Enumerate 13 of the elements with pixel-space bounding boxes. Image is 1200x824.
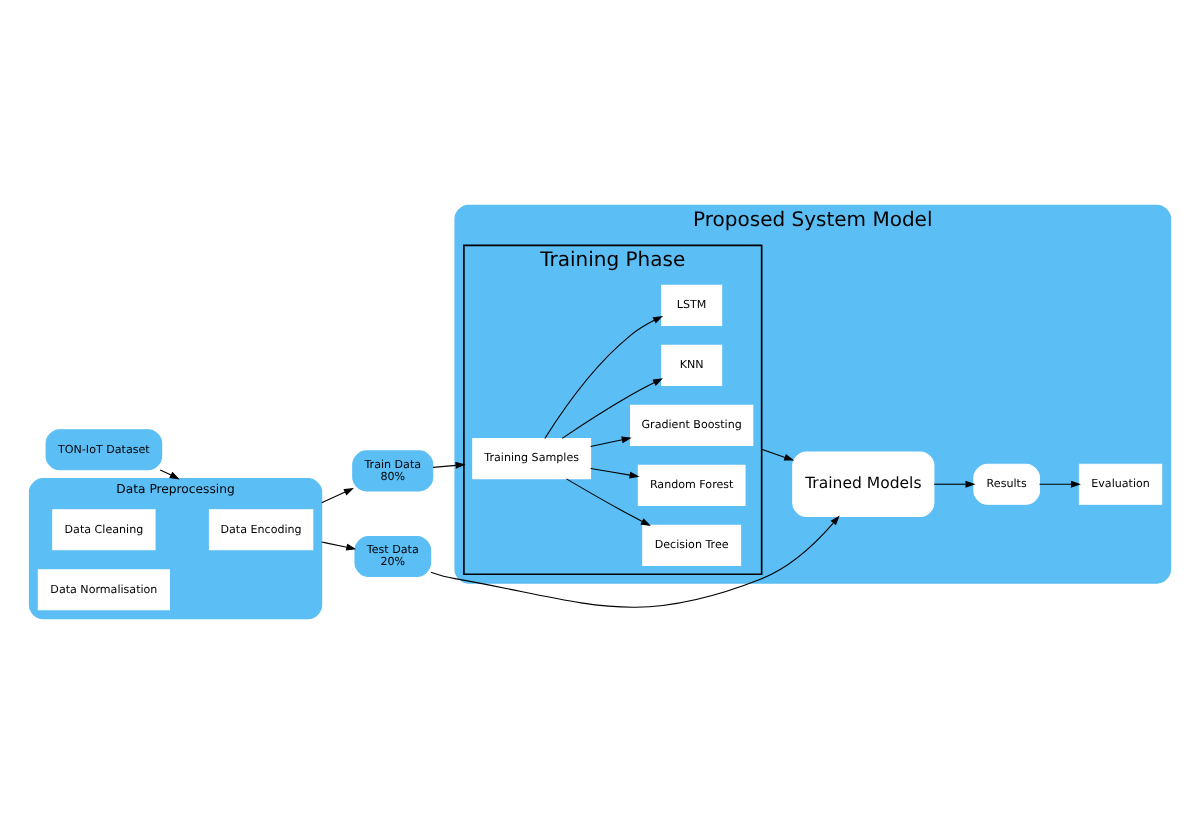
arrow xyxy=(1038,480,1081,488)
arrow xyxy=(933,480,976,488)
arrow xyxy=(761,448,795,461)
arrow xyxy=(544,315,664,440)
arrow xyxy=(590,436,632,447)
arrow xyxy=(321,541,357,551)
arrow xyxy=(430,515,840,608)
arrow xyxy=(159,469,180,480)
arrow xyxy=(321,488,354,504)
arrow xyxy=(590,467,640,479)
arrow xyxy=(565,478,651,526)
arrow xyxy=(432,461,466,469)
arrow xyxy=(561,378,664,439)
